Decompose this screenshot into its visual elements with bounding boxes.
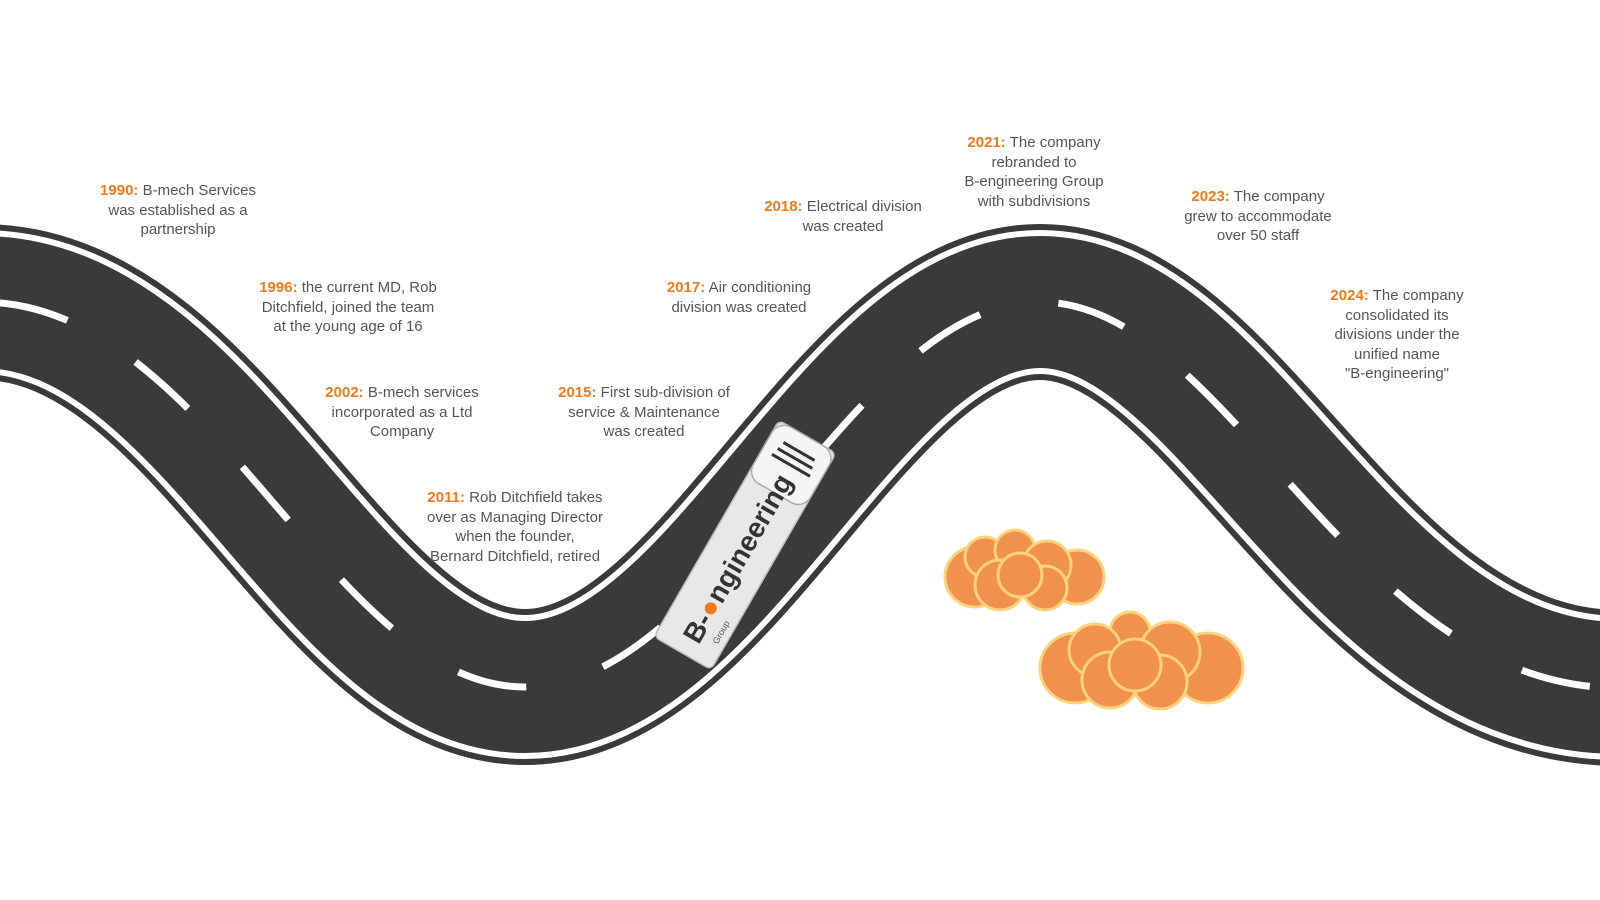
event-text: Rob Ditchfield takes — [469, 489, 603, 506]
event-text: partnership — [140, 221, 216, 239]
event-year: 1990: — [100, 182, 139, 199]
event-line: rebranded to — [964, 153, 1103, 173]
event-text: over as Managing Director — [427, 508, 603, 526]
event-text: Air conditioning — [708, 279, 812, 296]
event-line: over 50 staff — [1184, 226, 1332, 246]
event-text: Electrical division — [806, 198, 922, 215]
event-year: 1996: — [259, 279, 298, 296]
event-text: Ditchfield, joined the team — [261, 298, 435, 316]
event-line: grew to accommodate — [1184, 207, 1332, 227]
event-line: incorporated as a Ltd — [325, 403, 478, 423]
event-line: was created — [558, 422, 730, 442]
cloud-bush-1 — [943, 528, 1106, 612]
event-line: unified name — [1330, 345, 1463, 365]
event-year: 2015: — [558, 384, 597, 401]
event-line: at the young age of 16 — [259, 317, 437, 337]
event-text: over 50 staff — [1216, 227, 1300, 245]
event-line: 2011: Rob Ditchfield takes — [427, 488, 603, 508]
event-text: The company — [1009, 134, 1101, 151]
event-line: partnership — [100, 220, 256, 240]
event-line: 2017: Air conditioning — [667, 278, 811, 298]
event-line: 2023: The company — [1184, 187, 1332, 207]
event-text: incorporated as a Ltd — [331, 403, 473, 421]
event-text: the current MD, Rob — [301, 279, 437, 296]
event-year: 2021: — [967, 134, 1006, 151]
event-text: consolidated its — [1345, 306, 1449, 324]
event-text: B-engineering Group — [964, 173, 1104, 191]
event-text: at the young age of 16 — [273, 318, 423, 336]
event-text: Bernard Ditchfield, retired — [429, 547, 601, 565]
event-text: The company — [1372, 287, 1464, 304]
event-line: Company — [325, 422, 478, 442]
event-text: "B-engineering" — [1344, 365, 1450, 383]
event-text: divisions under the — [1334, 326, 1460, 344]
event-text: B-mech Services — [142, 182, 256, 199]
event-year: 2018: — [764, 198, 803, 215]
event-line: 2015: First sub-division of — [558, 383, 730, 403]
event-text: was established as a — [108, 201, 248, 219]
event-line: B-engineering Group — [964, 172, 1103, 192]
event-line: with subdivisions — [964, 192, 1103, 212]
event-line: was established as a — [100, 201, 256, 221]
event-line: Bernard Ditchfield, retired — [427, 547, 603, 567]
event-text: when the founder, — [455, 528, 575, 546]
event-line: 2018: Electrical division — [764, 197, 922, 217]
event-text: B-mech services — [367, 384, 479, 401]
event-line: 1990: B-mech Services — [100, 181, 256, 201]
event-line: over as Managing Director — [427, 508, 603, 528]
event-line: consolidated its — [1330, 306, 1463, 326]
event-year: 2024: — [1330, 287, 1369, 304]
event-text: First sub-division of — [600, 384, 730, 401]
event-year: 2017: — [666, 279, 706, 296]
event-text: was created — [802, 217, 884, 235]
event-line: division was created — [667, 298, 811, 318]
event-line: "B-engineering" — [1330, 364, 1463, 384]
event-text: service & Maintenance — [568, 403, 720, 421]
event-line: when the founder, — [427, 527, 603, 547]
event-text: division was created — [671, 298, 807, 316]
event-text: Company — [369, 423, 435, 441]
event-line: service & Maintenance — [558, 403, 730, 423]
event-line: 1996: the current MD, Rob — [259, 278, 437, 298]
event-line: 2002: B-mech services — [325, 383, 478, 403]
event-text: The company — [1233, 188, 1325, 205]
event-text: was created — [603, 423, 685, 441]
event-text: grew to accommodate — [1184, 207, 1332, 225]
event-text: with subdivisions — [977, 192, 1091, 210]
event-year: 2011: — [427, 489, 465, 506]
event-line: 2024: The company — [1330, 286, 1463, 306]
event-line: Ditchfield, joined the team — [259, 298, 437, 318]
cloud-bush-2 — [1038, 610, 1245, 711]
event-line: was created — [764, 217, 922, 237]
lane-markings — [0, 298, 1600, 691]
event-text: unified name — [1354, 345, 1440, 363]
event-year: 2023: — [1191, 188, 1230, 205]
event-year: 2002: — [325, 384, 364, 401]
event-line: 2021: The company — [964, 133, 1103, 153]
event-text: rebranded to — [991, 153, 1077, 171]
event-line: divisions under the — [1330, 325, 1463, 345]
